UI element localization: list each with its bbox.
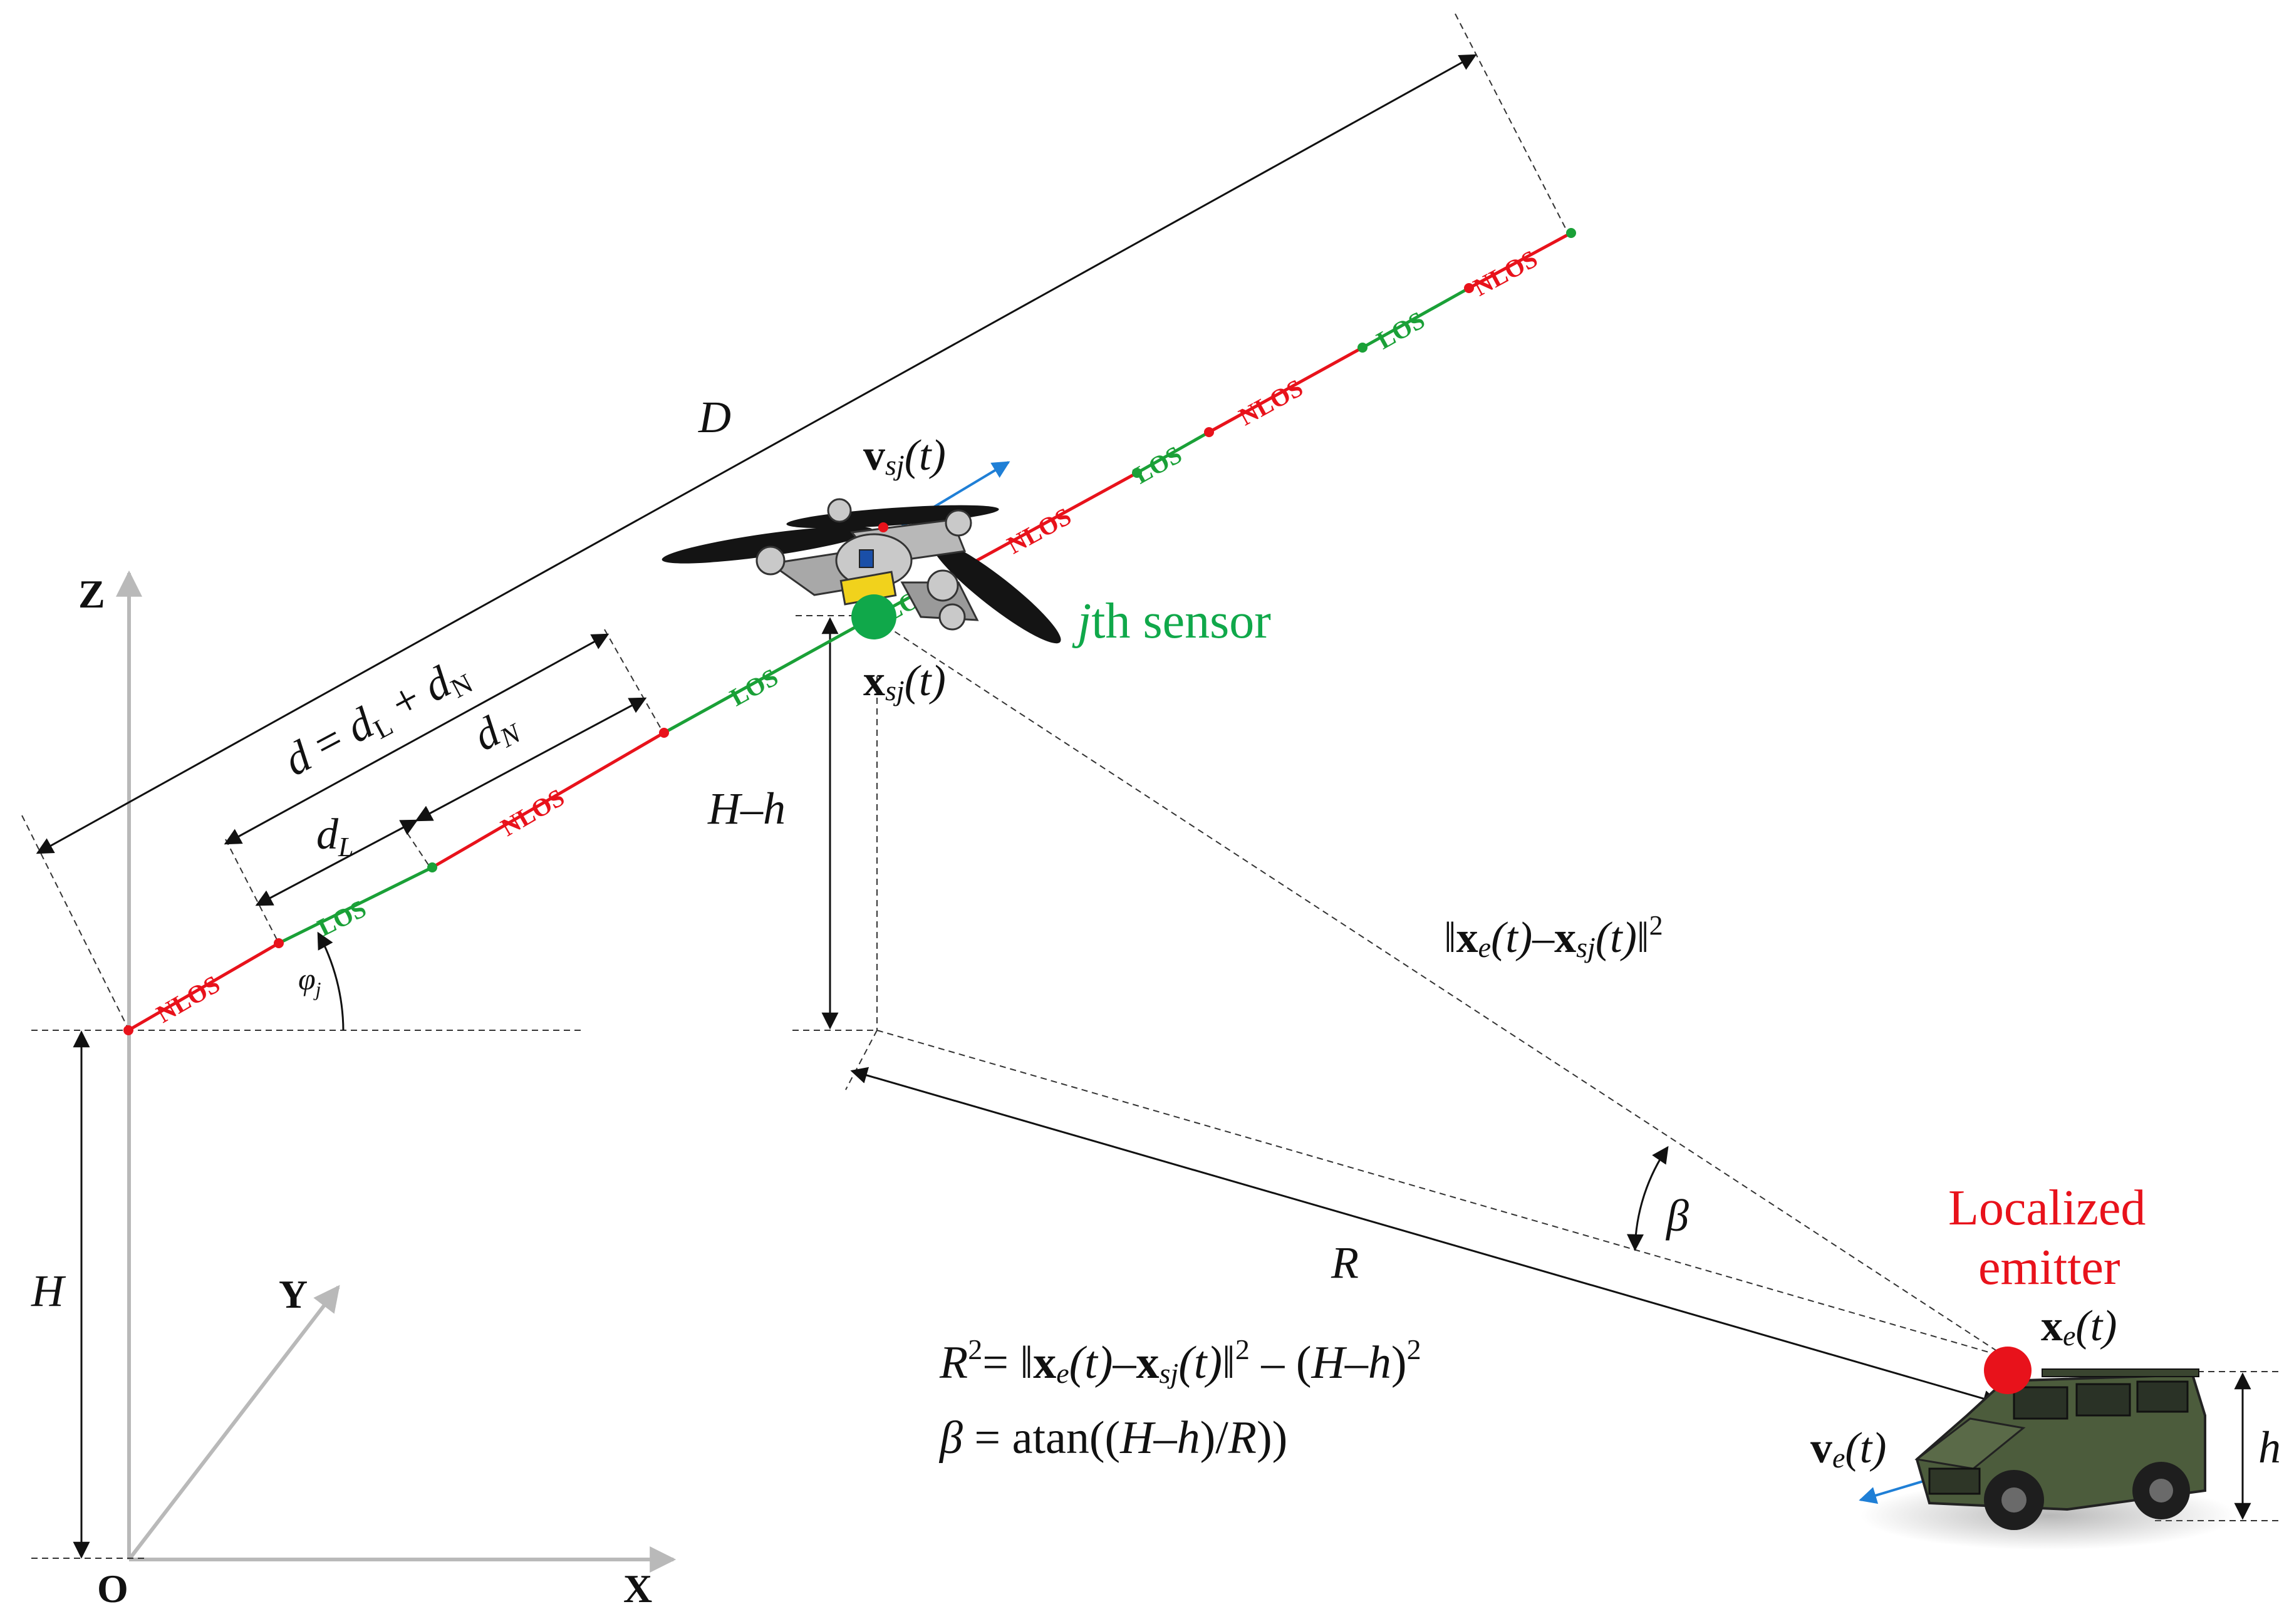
drone-motor — [827, 498, 852, 523]
los-segment-label: LOS — [725, 663, 783, 711]
D-label: D — [698, 392, 731, 442]
vehicle-wheel — [2149, 1479, 2173, 1502]
equation-R-squared: R2= ‖xe(t)–xsj(t)‖2 – (H–h)2 — [939, 1333, 1421, 1389]
nlos-segment — [127, 941, 280, 1032]
nlos-segment-label: NLOS — [1468, 244, 1542, 301]
labels: D d = dL + dN dN dL φj H H–h h R β vsj(t… — [31, 392, 2281, 1474]
segment-boundary-dot — [1132, 468, 1142, 478]
vehicle-icon — [1861, 1368, 2236, 1550]
beta-angle-arc — [1626, 1146, 1669, 1251]
emitter-title-line1: Localized — [1948, 1181, 2146, 1236]
drone-motor — [926, 569, 959, 602]
phi-angle-arc — [317, 931, 345, 1031]
drone-status-light — [878, 522, 888, 532]
sensor-position-label: xsj(t) — [863, 657, 946, 706]
nlos-segment — [970, 471, 1138, 566]
propeller — [662, 526, 873, 564]
vehicle-window — [2075, 1383, 2131, 1417]
dN-arrow — [415, 697, 647, 822]
D-extension-right — [1455, 13, 1569, 234]
nlos-segment — [1468, 231, 1572, 290]
H-label: H — [31, 1266, 66, 1316]
dL-extension-left — [225, 839, 279, 944]
nlos-segment-label: NLOS — [1234, 373, 1307, 431]
equation-beta: β = atan((H–h)/R)) — [938, 1412, 1287, 1464]
segment-boundary-dot — [659, 728, 669, 738]
emitter-marker — [1984, 1347, 2032, 1394]
drone-motor — [755, 546, 786, 576]
los-segment — [1136, 430, 1210, 475]
nlos-segment — [1208, 346, 1364, 434]
drone-motor — [938, 603, 966, 631]
z-axis-label: Z — [78, 572, 105, 616]
sensor-name-label: jth sensor — [1072, 594, 1271, 649]
los-segment-label: LOS — [1372, 306, 1430, 354]
d-total-label: d = dL + dN — [276, 647, 478, 789]
distance-norm-label: ‖xe(t)–xsj(t)‖2 — [1444, 910, 1663, 963]
origin-label: O — [97, 1566, 128, 1611]
R-arrow — [850, 1067, 2000, 1407]
drone-icon — [662, 498, 1061, 644]
R-extension — [845, 1030, 878, 1090]
segment-boundary-dot — [1357, 343, 1368, 353]
x-axis-label: X — [623, 1566, 652, 1611]
ground-projection-dashed — [876, 1030, 1996, 1355]
propeller — [931, 540, 1061, 644]
y-axis — [127, 1285, 340, 1561]
line-of-sight-dashed — [876, 619, 2005, 1357]
vehicle-body — [1915, 1373, 2206, 1511]
emitter-title-line2: emitter — [1978, 1240, 2120, 1295]
vehicle-window — [2136, 1380, 2189, 1413]
D-arrow — [36, 54, 1477, 854]
reference-lines — [21, 13, 2280, 1559]
dimension-arrows — [36, 54, 2251, 1559]
nlos-segment-label: NLOS — [1002, 502, 1076, 559]
dL-label: dL — [316, 810, 353, 862]
beta-label: β — [1665, 1191, 1689, 1241]
y-axis-label: Y — [279, 1272, 308, 1316]
nlos-segment-label: NLOS — [496, 783, 569, 842]
sensor-velocity-label: vsj(t) — [863, 432, 946, 481]
sensor-marker — [851, 594, 896, 639]
emitter-velocity-label: ve(t) — [1810, 1424, 1887, 1474]
segment-boundary-dot — [1464, 283, 1474, 293]
los-segment — [663, 615, 875, 735]
segment-boundary-dot — [1204, 427, 1214, 437]
segment-boundary-dot — [123, 1025, 133, 1035]
los-segment — [278, 866, 433, 945]
R-label: R — [1331, 1238, 1359, 1288]
vehicle-window — [2013, 1386, 2068, 1420]
segment-boundary-dot — [1566, 228, 1576, 238]
drone-camera — [859, 549, 874, 568]
segment-boundary-dot — [274, 938, 284, 948]
nlos-segment-label: NLOS — [152, 970, 225, 1028]
los-segment — [1361, 286, 1470, 349]
H-minus-h-label: H–h — [707, 784, 786, 834]
dL-arrow — [255, 819, 418, 906]
D-extension-left — [21, 815, 129, 1030]
vehicle-roof-rack — [2042, 1368, 2199, 1377]
drone-motor — [945, 509, 972, 537]
segment-boundary-dot — [427, 862, 437, 872]
phi-label: φj — [298, 961, 321, 1000]
vehicle-wheel — [2001, 1487, 2027, 1513]
dN-extension-right — [604, 629, 665, 735]
nlos-segment — [431, 731, 665, 869]
vehicle-grille — [1928, 1467, 1981, 1495]
emitter-position-label: xe(t) — [2041, 1302, 2117, 1352]
los-segment-label: LOS — [1129, 440, 1186, 490]
vehicle-hood — [1914, 1417, 2026, 1470]
h-label: h — [2258, 1422, 2281, 1472]
